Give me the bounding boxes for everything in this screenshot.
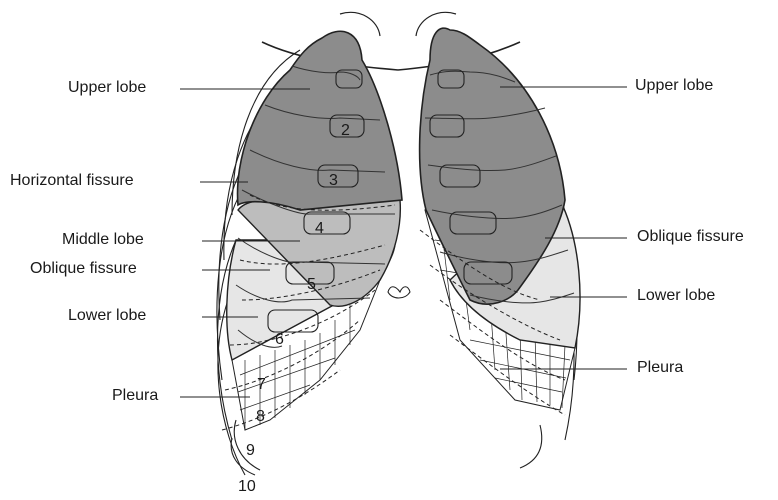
label-middle-lobe: Middle lobe <box>62 231 144 249</box>
label-pleura-left: Pleura <box>112 387 158 405</box>
label-lower-lobe-right: Lower lobe <box>637 287 715 305</box>
label-pleura-right: Pleura <box>637 359 683 377</box>
rib-number-5: 5 <box>307 276 316 294</box>
label-horizontal-fissure: Horizontal fissure <box>10 172 134 190</box>
label-upper-lobe-right: Upper lobe <box>635 77 713 95</box>
left-upper-lobe-shape <box>238 31 402 210</box>
rib-number-6: 6 <box>275 331 284 349</box>
rib-number-3: 3 <box>329 172 338 190</box>
label-upper-lobe-left: Upper lobe <box>68 79 146 97</box>
rib-number-4: 4 <box>315 220 324 238</box>
rib-number-2: 2 <box>341 122 350 140</box>
rib-number-10: 10 <box>238 478 256 496</box>
rib-number-7: 7 <box>257 376 266 394</box>
label-lower-lobe-left: Lower lobe <box>68 307 146 325</box>
rib-number-9: 9 <box>246 442 255 460</box>
label-oblique-fissure-left: Oblique fissure <box>30 260 137 278</box>
label-oblique-fissure-right: Oblique fissure <box>637 228 744 246</box>
rib-number-8: 8 <box>256 408 265 426</box>
